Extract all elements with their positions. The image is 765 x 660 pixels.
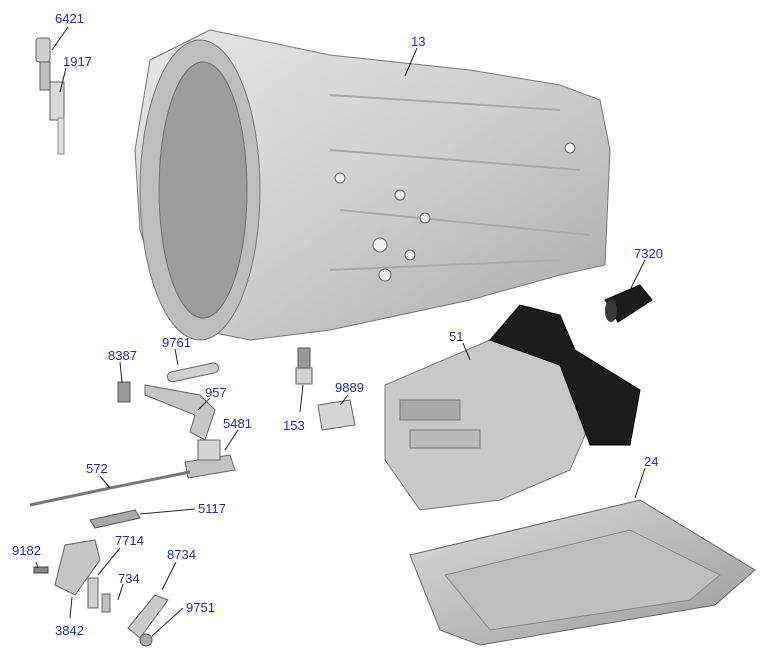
callout-5481: 5481 — [223, 416, 252, 431]
callout-51: 51 — [449, 329, 464, 344]
oil-pan — [409, 499, 756, 646]
callout-9751: 9751 — [186, 600, 215, 615]
callout-8387: 8387 — [108, 348, 137, 363]
callout-6421: 6421 — [55, 11, 84, 26]
pin-9182 — [33, 566, 49, 574]
bracket-5481 — [184, 439, 236, 479]
rod-572 — [29, 470, 191, 507]
callout-3842: 3842 — [55, 623, 84, 638]
seal-part — [604, 284, 653, 323]
callout-957: 957 — [205, 385, 227, 400]
sector-3842 — [54, 539, 101, 596]
clip-9889 — [317, 399, 356, 431]
callout-5117: 5117 — [198, 501, 226, 516]
lever-957 — [144, 384, 216, 441]
callout-9889: 9889 — [335, 380, 364, 395]
spring-8387 — [117, 381, 131, 403]
shaft-734 — [87, 577, 111, 613]
callout-8734: 8734 — [167, 547, 196, 562]
lever-8734 — [127, 594, 169, 639]
callout-9761: 9761 — [162, 335, 191, 350]
leader-lines — [35, 26, 646, 637]
transmission-case — [134, 29, 611, 341]
callout-7714: 7714 — [115, 533, 144, 548]
callout-9182: 9182 — [12, 543, 41, 558]
callout-1917: 1917 — [63, 54, 92, 69]
callout-7320: 7320 — [634, 246, 663, 261]
spring-153 — [295, 347, 313, 385]
sensor-part — [35, 37, 65, 155]
callout-24: 24 — [644, 454, 659, 469]
pin-9761 — [166, 362, 219, 383]
callout-734: 734 — [118, 571, 140, 586]
callout-572: 572 — [86, 461, 108, 476]
nut-9751 — [139, 633, 153, 647]
callout-153: 153 — [283, 418, 305, 433]
valve-body — [384, 304, 641, 511]
clip-5117 — [89, 509, 141, 529]
callout-13: 13 — [411, 34, 426, 49]
